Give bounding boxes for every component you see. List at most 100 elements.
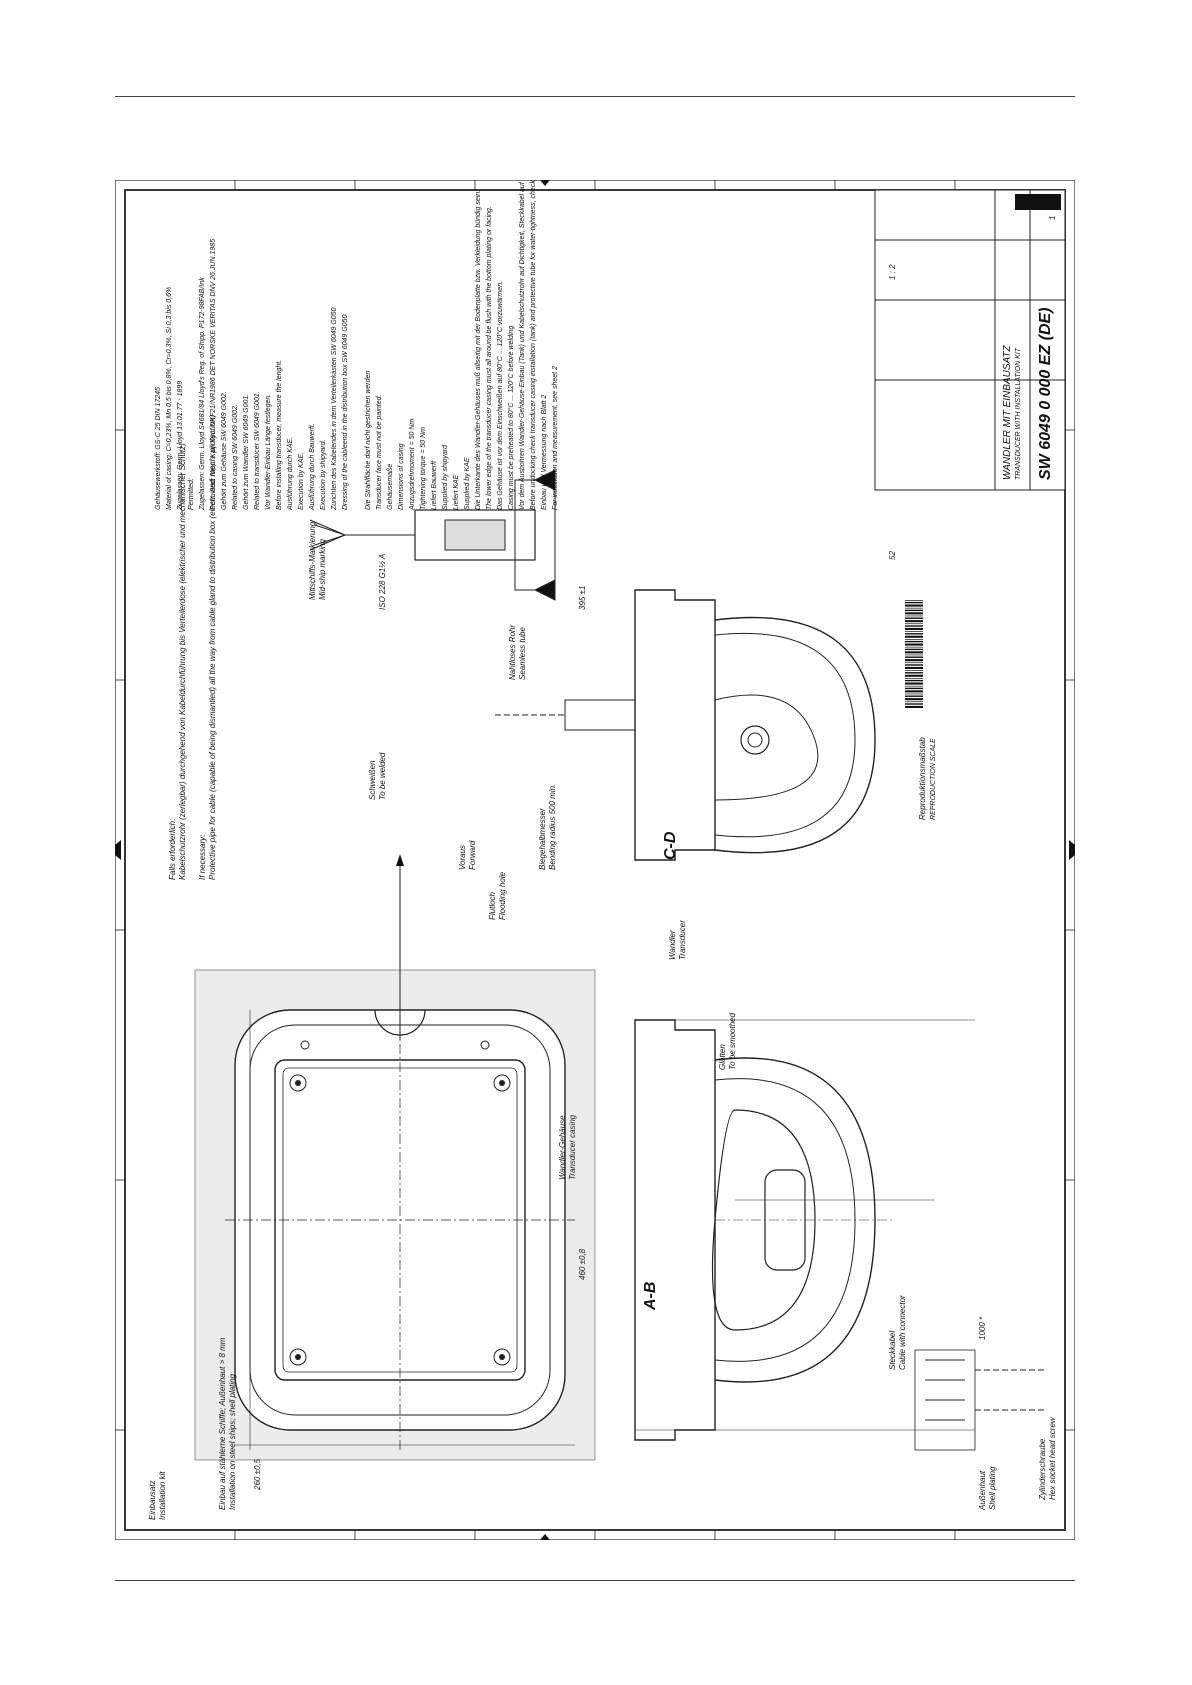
note-line: Execution by shipyard. (320, 440, 327, 510)
note-line: Vor Wandler-Einbau Länge festlegen. (265, 394, 272, 510)
note-line: Before installing transducer, measure th… (276, 360, 283, 510)
note-line: Execution by KAE. (298, 452, 305, 510)
note-line: Tightening torque = 50 Nm (420, 427, 427, 510)
note-line: Vor dem Ausbohren Wandler-Gehäuse-Einbau… (519, 180, 526, 510)
barcode-bar (905, 664, 923, 666)
barcode-bar (905, 646, 923, 648)
section-ab (634, 1019, 1045, 1451)
note-line: Transducer face must not be painted. (376, 395, 383, 510)
note-line: Supplied by shipyard (442, 444, 449, 510)
barcode-bar (905, 662, 923, 664)
barcode-bar (905, 682, 923, 685)
barcode-bar (905, 672, 923, 674)
bending-radius-label: Bending radius 500 min. (548, 784, 557, 870)
note-line: Before undocking check transducer casing… (530, 180, 537, 510)
note-line: Einbau und Vermessung nach Blatt 2 (541, 395, 548, 510)
plan-view (194, 854, 596, 1461)
note-line: Related to transducer SW 6049 G001. (254, 391, 261, 510)
schweissen-label: Schweißen (368, 760, 377, 800)
title-en: TRANSDUCER WITH INSTALLATION KIT (1015, 347, 1022, 480)
forward-label: Forward (468, 840, 477, 870)
note-line: Related to casing SW 6049 G002. (232, 404, 239, 510)
barcode-bar (905, 609, 923, 612)
barcode-bar (905, 631, 923, 632)
zylinderschraube-label: Zylinderschraube (1038, 1438, 1047, 1501)
barcode-bar (905, 617, 923, 619)
shell-plating-label: Shell plating (988, 1466, 997, 1510)
section-ab-label: A-B (642, 1282, 659, 1311)
glaetten-label: Glätten (718, 1044, 727, 1070)
scale: 1 : 2 (888, 264, 897, 280)
section-cd (495, 589, 876, 861)
cable-gland (309, 469, 556, 601)
note-line: Zugelassen: Germ. Lloyd S4681/84 Lloyd's… (199, 277, 206, 511)
repro-scale-label: REPRODUCTION SCALE (930, 738, 937, 820)
barcode-bar (905, 674, 923, 677)
einbau-sub: Installation on steel ships; shell plati… (228, 1373, 237, 1510)
einbausatz-label: Einbausatz (148, 1480, 157, 1520)
title-block: WANDLER MIT EINBAUSATZ TRANSDUCER WITH I… (874, 189, 1066, 491)
barcode-bar (905, 695, 923, 697)
barcode-bar (905, 698, 923, 701)
barcode-bar (905, 600, 923, 601)
note-line: Gehäusemaße (387, 464, 394, 510)
note-line: Gehört zum Gehäuse SW 6049 G002. (221, 391, 228, 510)
to-be-smoothed-label: To be smoothed (728, 1012, 737, 1070)
note-line: Die Strahlfläche darf nicht gestrichen w… (365, 371, 372, 510)
barcode-bar (905, 687, 923, 690)
wandler-label: Wandler (668, 930, 677, 960)
barcode-bar (905, 620, 923, 623)
dim-260: 260 ±0,5 (253, 1458, 262, 1491)
nahtloses-label: Nahtloses Rohr (508, 625, 517, 680)
note-line: Zugelassen: Germ. Lloyd 13.01.77 - 1899 (177, 381, 184, 511)
note-line: Liefert Bauwerft (431, 460, 438, 510)
top-rule (115, 96, 1075, 97)
note-line: Ausführung durch KAE. (287, 437, 294, 511)
barcode-bar (905, 701, 923, 703)
title-de: WANDLER MIT EINBAUSATZ (1002, 344, 1013, 480)
midship-label: Mid-ship marking (318, 539, 327, 600)
barcode-bar (905, 670, 923, 671)
barcode-bar (905, 685, 923, 687)
note-line: Gehört zum Wandler SW 6049 G001. (243, 394, 250, 510)
section-cd-label: C-D (662, 831, 679, 860)
seamless-label: Seamless tube (518, 627, 527, 680)
note-line: Liefert KAE (453, 474, 460, 510)
repro-label: Reproduktionsmaßstab (918, 737, 927, 820)
barcode-bar (905, 654, 923, 656)
voraus-label: Voraus (458, 845, 467, 870)
note-line: Die Unterkante des Wandler-Gehäuses muß … (475, 190, 482, 510)
barcode-bar (905, 607, 923, 609)
transducer-casing-label: Transducer casing (568, 1114, 577, 1180)
barcode-bar (905, 623, 923, 625)
note-line: Das Gehäuse ist vor dem Einschweißen auf… (496, 281, 504, 510)
aussenhaut-label: Außenhaut (978, 1470, 987, 1511)
bottom-rule (115, 1580, 1075, 1581)
transducer-label: Transducer (678, 920, 687, 960)
note-line: Permitted: (188, 478, 195, 510)
barcode-bar (905, 640, 923, 643)
barcode-bar (905, 656, 923, 658)
installation-kit-label: Installation kit (158, 1471, 167, 1520)
note-line: Anzugsdrehmoment = 50 Nm (409, 419, 416, 511)
barcode-bar (905, 639, 923, 640)
if-necessary-label: If necessary: (198, 835, 207, 880)
barcode-bar (905, 705, 923, 708)
note-line: Zurichten des Kabelendes in dem Verteile… (331, 307, 338, 511)
barcode-bar (905, 648, 923, 651)
barcode-bar (905, 635, 923, 638)
barcode-bar (905, 633, 923, 635)
biegeradius-label: Biegehalbmesser (538, 808, 547, 870)
note-line: Ausführung durch Bauwerft. (309, 423, 316, 511)
cable-connector-label: Cable with connector (898, 1295, 907, 1370)
note-line: Material of casing: C≈0,23%, Mn 0,5 bis … (166, 287, 173, 510)
falls-label: Falls erforderlich: (168, 819, 177, 880)
barcode-bar (905, 703, 923, 705)
note-line: Dimensions of casing (398, 443, 405, 510)
barcode-bar (905, 659, 923, 662)
sheet-number: 1 (1048, 216, 1057, 220)
hex-screw-label: Hex socket head screw (1048, 1416, 1057, 1500)
dim-460: 460 ±0,8 (578, 1248, 587, 1280)
note-line: Dressing of the cableend in the distribu… (342, 315, 349, 510)
